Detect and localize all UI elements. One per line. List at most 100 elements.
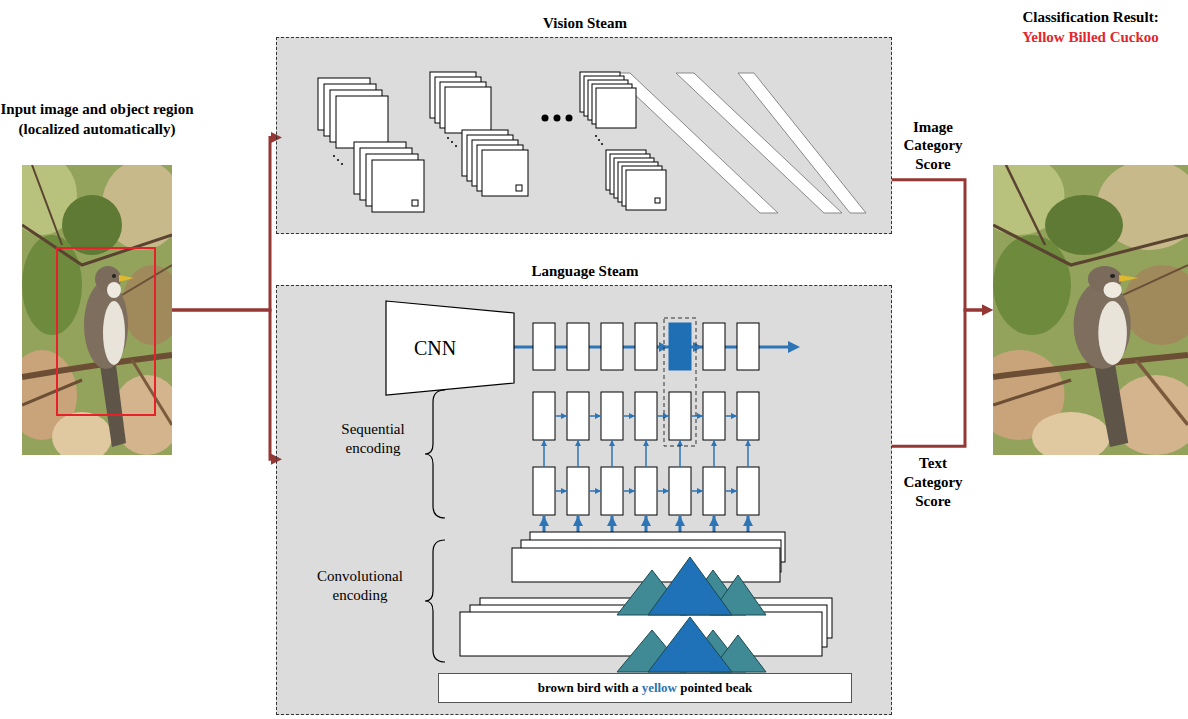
lstm-cell — [703, 467, 725, 515]
feature-map-stack — [412, 200, 418, 206]
conv-to-lstm-arrow — [747, 516, 750, 532]
vision-stream-panel: Vision Steam — [276, 37, 892, 234]
conv-to-lstm-arrow — [611, 516, 614, 532]
feature-map-stack — [580, 72, 666, 210]
sentence-word — [722, 680, 725, 695]
flow-arrow — [892, 180, 982, 310]
feature-cell — [635, 323, 657, 370]
result-class: Yellow Billed Cuckoo — [993, 28, 1188, 48]
edge-label: Text Category Score — [893, 454, 973, 510]
feature-map-stack — [655, 198, 660, 203]
lstm-cell — [703, 392, 725, 440]
brace — [425, 390, 445, 518]
sentence-word: bird — [577, 680, 601, 695]
feature-map-stack — [318, 72, 528, 212]
input-sentence: brown bird with a yellow pointed beak — [538, 680, 752, 697]
conv-filter — [648, 617, 732, 672]
sentence-word — [677, 680, 680, 695]
input-image: Input image and object region (localized… — [22, 165, 172, 455]
lstm-arrow — [691, 415, 703, 417]
fc-layer — [738, 73, 866, 213]
feature-map-stack — [445, 87, 491, 133]
text-input-box: brown bird with a yellow pointed beak — [438, 673, 852, 703]
lstm-cell — [669, 467, 691, 515]
lstm-arrow — [555, 415, 567, 417]
lstm-cell — [533, 392, 555, 440]
result-heading: Classification Result: — [993, 8, 1188, 28]
conv-to-lstm-arrow — [713, 516, 716, 532]
stack-dots — [337, 159, 339, 161]
conv-to-lstm-arrow — [543, 516, 546, 532]
feature-cell — [669, 323, 691, 370]
lstm-arrow — [611, 440, 613, 467]
stack-dots — [451, 141, 453, 143]
lstm-arrow — [623, 490, 635, 492]
node-heading: Language Steam — [277, 262, 893, 282]
feature-arrowheads — [693, 342, 702, 352]
conv-filter — [617, 557, 766, 672]
sentence-word: yellow — [642, 680, 677, 695]
sentence-word: brown — [538, 680, 574, 695]
object-region-box — [57, 248, 155, 415]
feature-map-stack — [372, 160, 424, 212]
node-heading: Vision Steam — [277, 14, 893, 34]
panel-title: Vision Steam — [277, 14, 893, 34]
cnn-block: CNN — [385, 300, 515, 396]
lstm-arrow — [747, 440, 749, 467]
lstm-arrow — [589, 490, 601, 492]
sentence-word — [601, 680, 604, 695]
feature-cell — [703, 323, 725, 370]
sentence-word — [629, 680, 632, 695]
lstm-arrow — [623, 415, 635, 417]
lstm-arrow — [589, 415, 601, 417]
stack-dots — [333, 155, 335, 157]
feature-map-stack — [596, 88, 636, 128]
brace-label: Sequential encoding — [318, 420, 428, 458]
block-label: CNN — [414, 335, 456, 361]
sentence-word: beak — [725, 680, 752, 695]
feature-map-stack — [516, 185, 522, 191]
sentence-word — [574, 680, 577, 695]
brace-label: Convolutional encoding — [300, 567, 420, 605]
conv-filter — [648, 557, 732, 615]
lstm-arrow — [543, 440, 545, 467]
panel-title: Language Steam — [277, 262, 893, 282]
brace — [425, 390, 445, 662]
cnn-feature-line — [788, 341, 800, 353]
lstm-cell — [635, 392, 657, 440]
sentence-word: pointed — [680, 680, 722, 695]
language-panel-fill — [276, 285, 892, 715]
feature-cell — [737, 323, 759, 370]
conv-to-lstm-arrow — [679, 516, 682, 532]
language-panel-fill — [276, 285, 892, 715]
input-photo — [7, 155, 182, 462]
flow-arrow — [172, 310, 271, 459]
node-heading: Input image and object region (localized… — [0, 100, 194, 139]
conv-to-lstm-arrow — [645, 516, 648, 532]
stack-dots — [455, 145, 457, 147]
stack-dots — [341, 163, 343, 165]
lstm-arrow — [725, 490, 737, 492]
selected-column — [664, 318, 696, 446]
lstm-arrow — [544, 416, 748, 491]
lstm-cell — [601, 392, 623, 440]
stack-dots — [595, 135, 597, 137]
ellipsis-dots — [542, 115, 573, 122]
stack-dots — [601, 143, 603, 145]
lstm-cell — [737, 392, 759, 440]
object-region-box — [57, 248, 155, 415]
stack-dots — [447, 137, 449, 139]
feature-cell — [567, 323, 589, 370]
stack-dots — [598, 139, 600, 141]
lstm-arrow — [679, 440, 681, 467]
lstm-arrow — [657, 415, 669, 417]
selected-column — [664, 318, 696, 446]
feature-cell — [533, 323, 759, 370]
stack-dots — [333, 135, 603, 165]
lstm-arrow — [691, 490, 703, 492]
lstm-arrow — [713, 440, 715, 467]
output-image: Classification Result:Yellow Billed Cuck… — [993, 165, 1188, 455]
